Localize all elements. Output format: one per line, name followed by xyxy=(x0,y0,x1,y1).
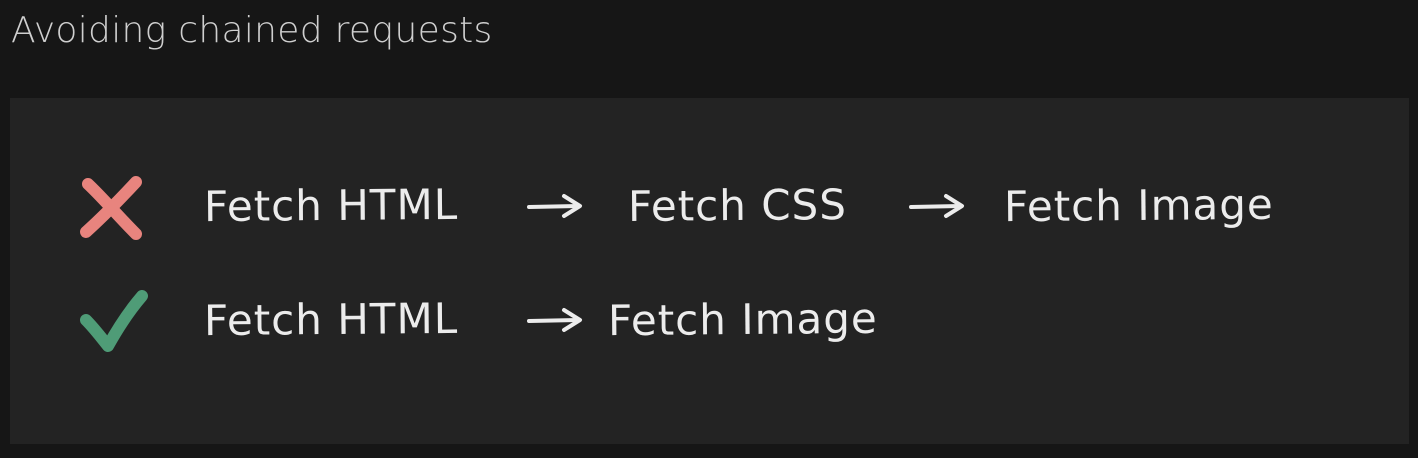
step-fetch-html: Fetch HTML xyxy=(203,293,459,346)
step-fetch-image: Fetch Image xyxy=(1003,179,1274,232)
chained-requests-row: Fetch HTML Fetch CSS Fetch Image xyxy=(10,168,1409,248)
arrow-icon xyxy=(527,308,582,332)
step-fetch-image: Fetch Image xyxy=(607,293,878,346)
diagram-panel: Fetch HTML Fetch CSS Fetch Image Fetch H… xyxy=(10,98,1409,444)
step-fetch-html: Fetch HTML xyxy=(203,179,459,232)
arrow-icon xyxy=(909,194,964,218)
step-fetch-css: Fetch CSS xyxy=(627,180,848,231)
direct-requests-row: Fetch HTML Fetch Image xyxy=(10,282,1409,362)
page-title: Avoiding chained requests xyxy=(11,10,493,51)
arrow-icon xyxy=(527,194,582,218)
cross-icon xyxy=(80,176,142,240)
check-icon xyxy=(80,290,148,352)
